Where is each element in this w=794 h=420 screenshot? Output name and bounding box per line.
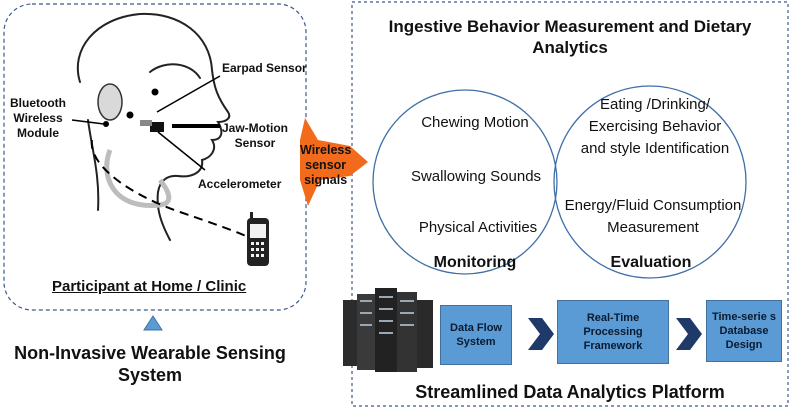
database-line: Time-serie s [711,311,776,323]
monitoring-item-physical: Physical Activities [418,219,538,236]
wireless-link-dashed [90,139,251,239]
evaluation-consumption-line: Measurement [607,219,699,236]
sensing-title-line: Non-Invasive Wearable Sensing [14,343,286,363]
bluetooth-label-line: Bluetooth [10,96,66,110]
analytics-title-line: Ingestive Behavior Measurement and Dieta… [388,17,752,36]
earpad-leader [156,75,221,113]
database-line: Design [725,339,763,351]
earpad-sensor-label: Earpad Sensor [222,61,307,75]
real-time-line: Processing [583,326,643,338]
bluetooth-leader [71,119,105,125]
real-time-processing-box: Real-Time Processing Framework [557,300,669,364]
wireless-label-line: sensor [305,158,347,172]
monitoring-item-swallowing: Swallowing Sounds [410,168,542,185]
ear-dot [126,111,134,119]
chevron-arrow-1 [528,318,554,350]
wireless-label-line: signals [304,173,348,187]
accelerometer-label: Accelerometer [198,177,282,191]
monitoring-item-chewing: Chewing Motion [421,114,529,131]
bluetooth-label: Bluetooth Wireless Module [10,96,66,141]
bluetooth-label-line: Module [17,126,59,140]
bluetooth-label-line: Wireless [13,111,63,125]
real-time-line: Framework [583,340,643,352]
earpad-dot [151,88,159,96]
server-rack-icon [343,288,433,372]
evaluation-item-consumption: Energy/Fluid Consumption Measurement [546,195,760,239]
evaluation-behavior-line: Exercising Behavior [588,118,722,135]
jaw-label-line: Jaw-Motion [222,121,288,135]
jaw-motion-sensor-label: Jaw-Motion Sensor [222,121,288,151]
platform-title: Streamlined Data Analytics Platform [415,382,725,402]
analytics-title-line: Analytics [532,38,608,57]
wireless-signals-label: Wireless sensor signals [300,143,351,188]
phone-icon [247,212,269,266]
evaluation-circle [553,85,747,279]
jaw-label-line: Sensor [234,136,276,150]
bluetooth-dot [103,121,109,127]
evaluation-consumption-line: Energy/Fluid Consumption [564,197,742,214]
monitoring-title: Monitoring [433,254,517,271]
monitoring-circle [372,89,558,275]
wireless-signal-arrow [300,118,368,206]
chevron-arrow-2 [676,318,702,350]
time-series-database-box: Time-serie s Database Design [706,300,782,362]
evaluation-title: Evaluation [610,254,692,271]
evaluation-item-behavior: Eating /Drinking/ Exercising Behavior an… [560,94,750,160]
right-panel-border [351,1,789,407]
accelerometer-leader [157,131,206,171]
data-flow-box: Data Flow System [440,305,512,365]
analytics-title: Ingestive Behavior Measurement and Dieta… [360,16,780,58]
pointer-triangle [143,315,163,331]
sensing-title-line: System [117,365,183,385]
ear-shape [97,83,123,121]
wireless-label-line: Wireless [300,143,352,157]
sensing-system-title: Non-Invasive Wearable Sensing System [0,342,300,386]
jaw-sensor-box [150,122,164,132]
neck-band [104,149,172,208]
evaluation-behavior-line: Eating /Drinking/ [599,96,711,113]
jaw-sensor-mount [140,120,152,126]
participant-caption: Participant at Home / Clinic [52,278,247,295]
jaw-sensor-bar [172,124,220,128]
real-time-line: Real-Time [586,312,640,324]
database-line: Database [719,325,769,337]
evaluation-behavior-line: and style Identification [580,140,730,157]
data-flow-line: Data Flow [450,322,502,334]
data-flow-line: System [456,336,496,348]
